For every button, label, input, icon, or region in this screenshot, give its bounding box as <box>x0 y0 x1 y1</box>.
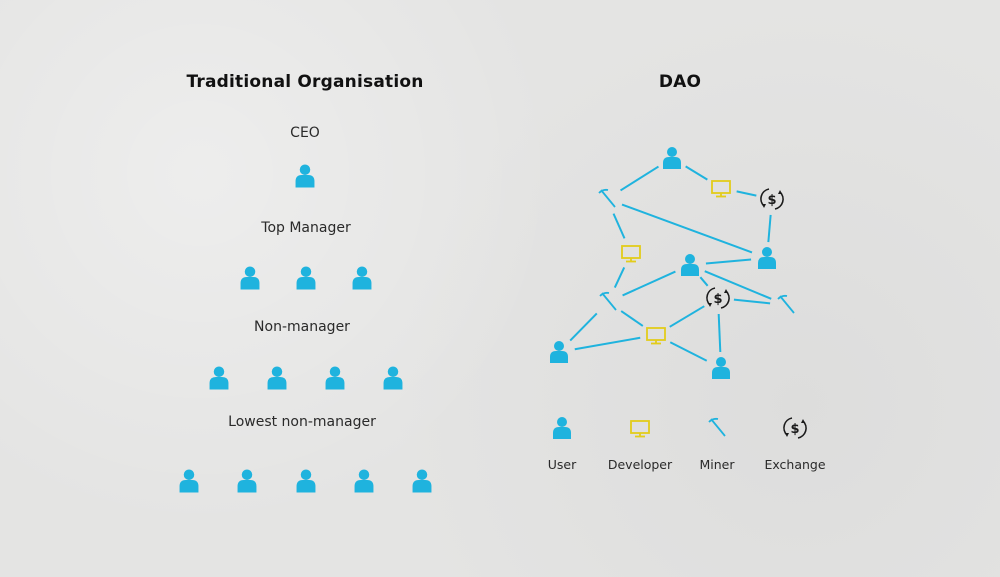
network-edge <box>622 270 676 297</box>
user-node-icon <box>663 147 681 169</box>
dao-title: DAO <box>658 72 702 92</box>
legend-label-miner: Miner <box>699 457 735 472</box>
exchange-node-icon: $ <box>706 287 730 309</box>
developer-node-icon <box>646 327 666 345</box>
network-edge <box>669 341 708 362</box>
network-edge <box>767 214 772 243</box>
user-icon <box>383 366 403 390</box>
exchange-node-icon: $ <box>760 188 784 210</box>
user-icon <box>237 469 257 493</box>
level-label-non-manager: Non-manager <box>254 319 350 335</box>
user-icon <box>240 266 260 290</box>
svg-text:$: $ <box>767 193 776 208</box>
miner-node-icon <box>599 291 617 311</box>
user-icon <box>209 366 229 390</box>
network-edge <box>613 267 626 288</box>
svg-text:$: $ <box>790 422 799 437</box>
legend-label-user: User <box>547 457 577 472</box>
network-edge <box>574 336 641 351</box>
user-icon <box>352 266 372 290</box>
user-icon <box>267 366 287 390</box>
network-edge <box>717 313 722 353</box>
legend-exchange-icon: $ <box>783 417 807 439</box>
user-icon <box>412 469 432 493</box>
user-node-icon <box>681 254 699 276</box>
legend-label-exchange: Exchange <box>764 457 826 472</box>
svg-text:$: $ <box>713 292 722 307</box>
network-edge <box>569 312 598 342</box>
network-edge <box>704 270 772 300</box>
user-node-icon <box>550 341 568 363</box>
user-icon <box>296 266 316 290</box>
network-edge <box>705 258 752 265</box>
network-edge <box>733 298 771 305</box>
user-node-icon <box>712 357 730 379</box>
miner-node-icon <box>777 294 795 314</box>
network-edge <box>699 276 709 287</box>
user-icon <box>295 164 315 188</box>
network-edge <box>619 165 660 192</box>
user-icon <box>296 469 316 493</box>
network-edge <box>685 165 708 181</box>
network-edge <box>621 203 753 254</box>
legend-user-icon <box>553 417 571 439</box>
miner-node-icon <box>598 188 616 208</box>
legend-miner-icon <box>708 417 726 437</box>
user-icon <box>354 469 374 493</box>
developer-node-icon <box>711 180 731 198</box>
legend-label-developer: Developer <box>607 457 673 472</box>
network-edge <box>669 305 705 328</box>
traditional-title: Traditional Organisation <box>186 72 424 92</box>
user-icon <box>179 469 199 493</box>
network-edge <box>736 190 757 197</box>
user-node-icon <box>758 247 776 269</box>
user-icon <box>325 366 345 390</box>
level-label-lowest-non-manager: Lowest non-manager <box>228 414 376 430</box>
developer-node-icon <box>621 245 641 263</box>
network-edge <box>620 310 644 327</box>
network-edge <box>612 213 626 239</box>
level-label-top-manager: Top Manager <box>261 220 351 236</box>
level-label-ceo: CEO <box>290 125 320 141</box>
legend-developer-icon <box>630 420 650 438</box>
